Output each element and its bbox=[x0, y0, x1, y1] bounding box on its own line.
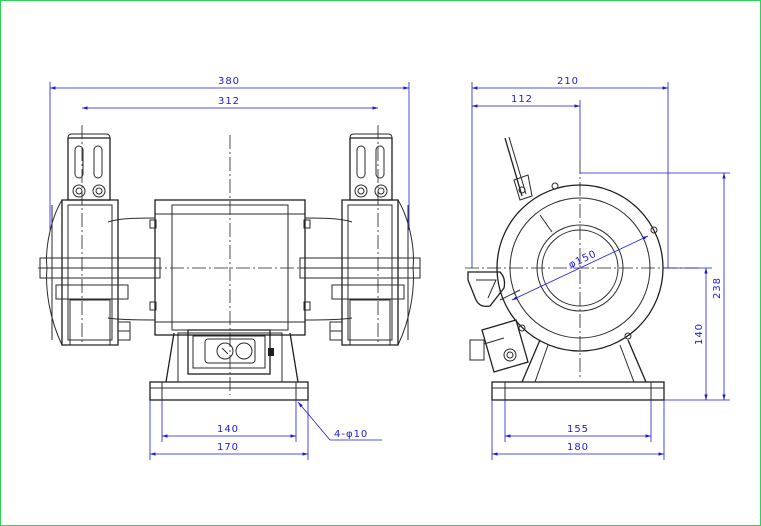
dim-overall-height: 238 bbox=[580, 172, 730, 401]
dim-text-380: 380 bbox=[218, 76, 240, 87]
side-eye-shield bbox=[504, 136, 533, 201]
dim-overall-depth: 210 bbox=[471, 76, 669, 268]
guard-screw-icon bbox=[624, 332, 632, 340]
switch-button-off-icon bbox=[216, 342, 234, 360]
left-shield-knob-icon bbox=[72, 184, 86, 198]
left-shield-knob-icon bbox=[92, 184, 106, 198]
front-base bbox=[149, 381, 309, 401]
guard-screw-icon bbox=[650, 226, 658, 234]
dim-text-155: 155 bbox=[567, 424, 589, 435]
dim-text-180: 180 bbox=[567, 442, 589, 453]
switch-box bbox=[187, 329, 274, 375]
dim-text-4-phi10: 4-φ10 bbox=[334, 429, 368, 440]
dim-base-depth: 180 bbox=[491, 400, 665, 460]
right-eye-shield bbox=[349, 133, 393, 201]
side-switch-box bbox=[469, 319, 529, 373]
dim-axis-offset: 112 bbox=[472, 94, 581, 160]
guard-screw-icon bbox=[518, 324, 526, 332]
dim-text-112: 112 bbox=[511, 94, 533, 105]
dim-text-170: 170 bbox=[217, 442, 239, 453]
dim-axis-height: 140 bbox=[664, 267, 712, 400]
dim-text-140-side: 140 bbox=[694, 323, 705, 345]
left-eye-shield bbox=[67, 133, 111, 201]
side-base bbox=[491, 381, 665, 401]
right-shield-knob-icon bbox=[354, 184, 368, 198]
dim-text-238: 238 bbox=[712, 277, 723, 299]
dim-text-210: 210 bbox=[557, 76, 579, 87]
switch-knob-icon bbox=[503, 348, 517, 362]
dim-mounting-holes: 4-φ10 bbox=[297, 401, 382, 441]
left-wheel-guard bbox=[39, 199, 161, 346]
right-shield-knob-icon bbox=[374, 184, 388, 198]
dim-base-bolt-spacing: 140 bbox=[161, 400, 297, 442]
switch-button-on-icon bbox=[235, 342, 253, 360]
dim-overall-width: 380 bbox=[49, 76, 410, 230]
dim-base-width: 170 bbox=[149, 400, 309, 460]
side-tool-rest bbox=[467, 271, 506, 308]
dim-wheel-center-distance: 312 bbox=[82, 96, 378, 110]
side-pedestal bbox=[521, 339, 647, 383]
guard-screw-icon bbox=[551, 182, 559, 190]
dim-text-140-front: 140 bbox=[217, 424, 239, 435]
front-pedestal bbox=[165, 332, 299, 383]
dim-side-bolt-spacing: 155 bbox=[504, 400, 652, 442]
front-view: 380 312 140 170 4-φ10 bbox=[38, 76, 421, 460]
dim-text-312: 312 bbox=[218, 96, 240, 107]
